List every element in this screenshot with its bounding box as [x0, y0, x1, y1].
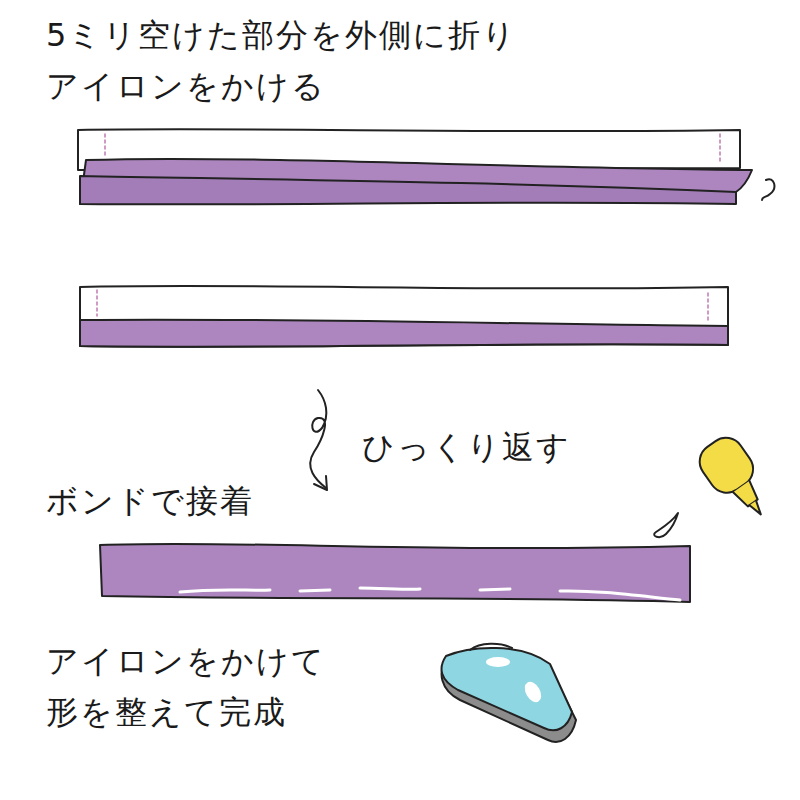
fabric-fold [80, 320, 728, 347]
fabric-strip [100, 544, 690, 602]
glue-drop [654, 513, 678, 537]
instruction-text: ボンドで接着 [46, 476, 254, 527]
fabric-fold [80, 159, 752, 204]
instruction-text: ひっくり返す [362, 422, 571, 473]
instruction-text: 5ミリ空けた部分を外側に折り アイロンをかける [46, 10, 666, 112]
fabric-strip [80, 286, 728, 347]
flip-arrow [310, 390, 326, 488]
fabric-under [80, 176, 736, 204]
glue-bottle [693, 431, 780, 528]
fold-mark [762, 179, 774, 200]
iron-symbol [442, 644, 576, 742]
instruction-text: アイロンをかけて 形を整えて完成 [46, 636, 376, 738]
